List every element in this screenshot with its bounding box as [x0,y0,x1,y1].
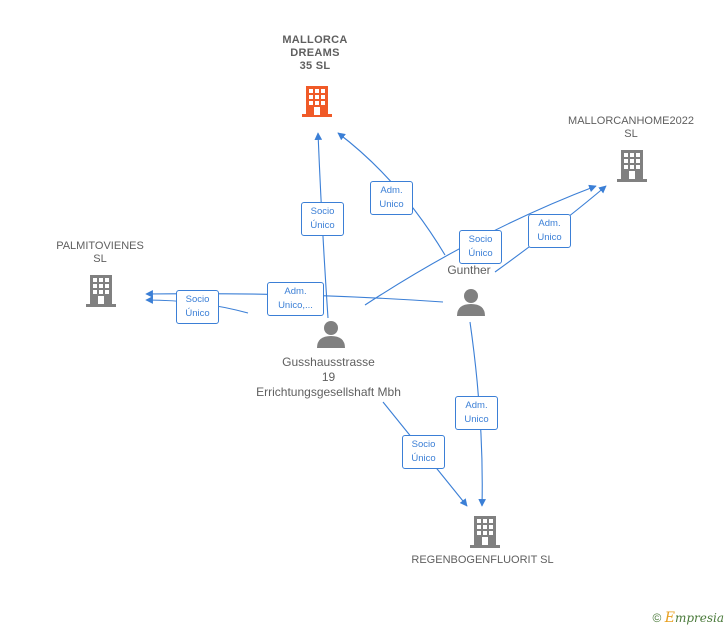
edge-label-socio-unico: Socio Único [459,230,502,264]
person-icon-gunther [457,289,485,316]
company-label-mallorcanhome[interactable]: MALLORCANHOME2022 SL [568,115,694,140]
company-label-regenbogen[interactable]: REGENBOGENFLUORIT SL [411,554,554,566]
building-icon-mallorcanhome [617,150,647,182]
edge-label-socio-unico: Socio Único [176,290,219,324]
edge-label-adm-unico-multi: Adm. Unico,... [267,282,324,316]
person-label-gusshaus[interactable]: Gusshausstrasse 19 Errichtungsgesellshaf… [256,355,401,399]
person-icon-gusshaus [317,321,345,348]
edge-label-adm-unico: Adm. Unico [370,181,413,215]
edge-label-socio-unico: Socio Único [301,202,344,236]
company-label-mallorca-dreams[interactable]: MALLORCA DREAMS 35 SL [282,34,348,72]
edge-label-adm-unico: Adm. Unico [528,214,571,248]
brand-initial: E [664,610,675,626]
building-icon-mallorca-dreams [302,86,332,117]
building-icon-palmitovienes [86,275,116,307]
brand-name: mpresia [674,611,724,625]
edge-label-socio-unico: Socio Único [402,435,445,469]
building-icon-regenbogen [470,516,500,548]
empresia-logo: © Empresia [653,610,724,626]
company-label-palmitovienes[interactable]: PALMITOVIENES SL [56,240,144,265]
edge-label-adm-unico: Adm. Unico [455,396,498,430]
copyright-icon: © [652,611,662,625]
